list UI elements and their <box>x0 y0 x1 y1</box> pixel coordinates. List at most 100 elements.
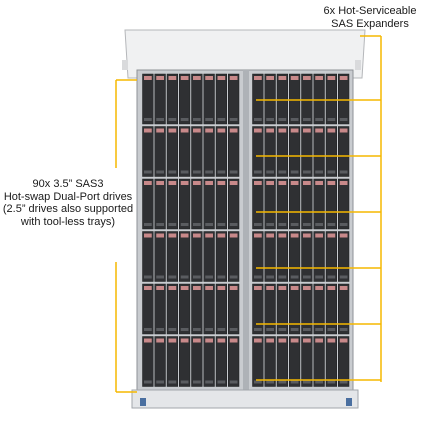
drive-tray <box>203 283 215 335</box>
center-divider <box>243 70 249 390</box>
drive-latch <box>193 286 201 290</box>
drive-handle <box>315 380 323 384</box>
drive-handle <box>303 170 311 174</box>
drive-handle <box>180 118 189 121</box>
drive-latch <box>266 233 274 238</box>
drive-handle <box>290 223 299 226</box>
drive-tray <box>166 231 178 282</box>
drive-tray <box>228 178 240 230</box>
drive-handle <box>193 170 201 174</box>
drive-latch <box>290 181 299 185</box>
drive-latch <box>315 128 323 133</box>
drive-latch <box>217 286 226 290</box>
drive-tray <box>142 283 154 335</box>
drive-handle <box>193 328 201 331</box>
drive-handle <box>180 328 189 331</box>
drive-latch <box>278 128 287 133</box>
drive-latch <box>339 128 348 133</box>
drive-latch <box>229 181 238 185</box>
drive-handle <box>180 380 189 384</box>
drive-handle <box>254 328 262 331</box>
drive-tray <box>276 73 288 125</box>
drive-handle <box>339 275 348 279</box>
drive-tray <box>325 231 337 282</box>
drive-tray <box>252 73 264 125</box>
drive-handle <box>278 170 287 174</box>
drive-handle <box>168 170 177 174</box>
drive-latch <box>180 233 189 238</box>
drive-handle <box>205 380 213 384</box>
drive-latch <box>327 128 336 133</box>
drive-latch <box>193 338 201 343</box>
drive-tray <box>276 283 288 335</box>
drive-bays <box>142 73 350 387</box>
drive-latch <box>303 233 311 238</box>
drive-tray <box>154 283 166 335</box>
drive-tray <box>264 231 276 282</box>
drive-handle <box>315 328 323 331</box>
drive-latch <box>254 338 262 343</box>
drive-handle <box>266 223 274 226</box>
drive-handle <box>193 223 201 226</box>
drive-tray <box>264 126 276 177</box>
drive-handle <box>290 118 299 121</box>
drive-handle <box>217 223 226 226</box>
drive-latch <box>303 338 311 343</box>
drive-latch <box>168 128 177 133</box>
drive-handle <box>229 328 238 331</box>
drive-latch <box>315 76 323 80</box>
drive-handle <box>327 275 336 279</box>
drive-handle <box>229 223 238 226</box>
drive-tray <box>166 283 178 335</box>
drive-handle <box>254 118 262 121</box>
drive-tray <box>142 73 154 125</box>
right-foot <box>346 398 352 406</box>
drive-handle <box>144 380 152 384</box>
drive-latch <box>303 128 311 133</box>
drive-latch <box>266 338 274 343</box>
drive-tray <box>179 283 191 335</box>
drive-handle <box>266 328 274 331</box>
drive-tray <box>191 283 203 335</box>
drive-handle <box>168 275 177 279</box>
drive-latch <box>205 76 213 80</box>
drive-tray <box>228 231 240 282</box>
drive-handle <box>156 170 164 174</box>
drive-handle <box>254 275 262 279</box>
drives-label: 90x 3.5” SAS3 Hot-swap Dual-Port drives … <box>2 178 134 228</box>
drive-tray <box>154 336 166 387</box>
expanders-label: 6x Hot-Serviceable SAS Expanders <box>318 5 422 30</box>
drive-handle <box>217 380 226 384</box>
drive-tray <box>215 126 227 177</box>
drive-handle <box>254 223 262 226</box>
drive-handle <box>144 118 152 121</box>
drive-latch <box>144 338 152 343</box>
drive-latch <box>205 181 213 185</box>
drive-latch <box>217 338 226 343</box>
drive-handle <box>144 275 152 279</box>
drive-tray <box>252 231 264 282</box>
drive-tray <box>313 73 325 125</box>
drive-tray <box>338 231 350 282</box>
drive-latch <box>327 286 336 290</box>
drive-latch <box>315 181 323 185</box>
drive-latch <box>180 338 189 343</box>
drives-label-line-2: Hot-swap Dual-Port drives <box>3 190 133 203</box>
drive-tray <box>289 126 301 177</box>
drive-handle <box>254 380 262 384</box>
drive-latch <box>168 233 177 238</box>
drive-handle <box>339 170 348 174</box>
drive-handle <box>339 380 348 384</box>
drive-handle <box>327 380 336 384</box>
drive-tray <box>252 126 264 177</box>
drive-latch <box>205 128 213 133</box>
drive-latch <box>254 128 262 133</box>
drive-latch <box>180 286 189 290</box>
drive-latch <box>217 181 226 185</box>
drive-handle <box>205 223 213 226</box>
drive-latch <box>303 286 311 290</box>
drive-handle <box>290 328 299 331</box>
drive-latch <box>327 233 336 238</box>
drive-handle <box>303 118 311 121</box>
drive-tray <box>252 283 264 335</box>
